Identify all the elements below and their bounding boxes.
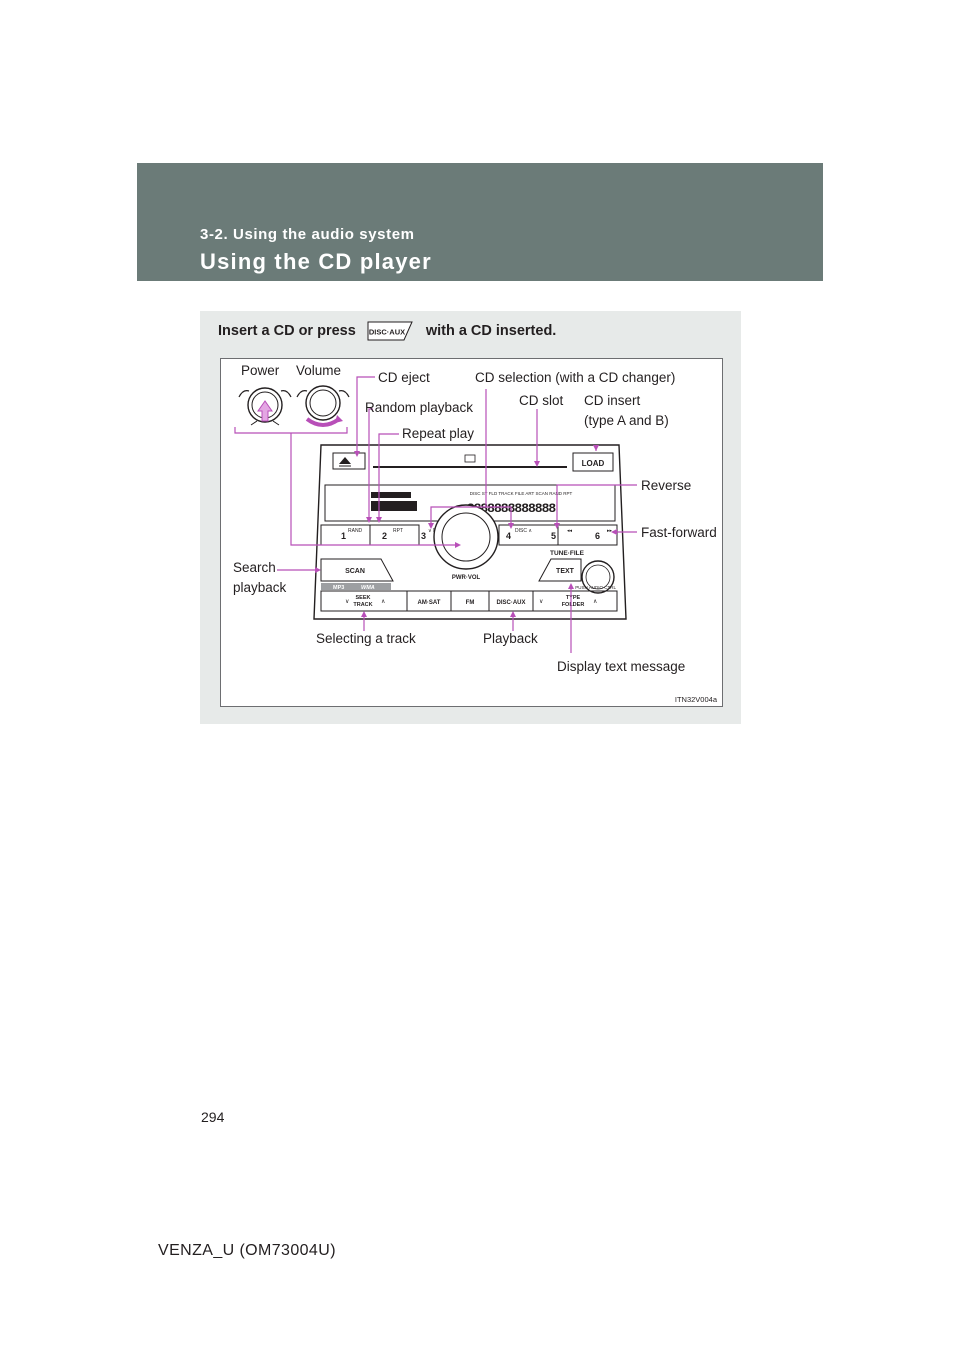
svg-text:∨: ∨ bbox=[539, 599, 543, 605]
rand-label: RAND bbox=[348, 528, 363, 534]
volume-callout: Volume bbox=[296, 363, 342, 378]
search-playback-callout: playback bbox=[233, 580, 287, 595]
disc-aux-label: DISC·AUX bbox=[496, 600, 525, 606]
text-button-label: TEXT bbox=[556, 568, 575, 575]
audio-diagram: LOAD DISC ST FLD TRACK FILE ART SCAN RAN… bbox=[220, 358, 723, 707]
preset-1-label: 1 bbox=[341, 531, 346, 541]
cd-eject-callout: CD eject bbox=[378, 370, 430, 385]
svg-text:∧: ∧ bbox=[593, 599, 597, 605]
fast-forward-callout: Fast-forward bbox=[641, 525, 717, 540]
folder-label: FOLDER bbox=[562, 602, 585, 608]
preset-3-label: 3 bbox=[421, 531, 426, 541]
instruction-line: Insert a CD or press DISC·AUX with a CD … bbox=[218, 321, 556, 341]
seek-label: SEEK bbox=[356, 595, 371, 601]
callout-lines bbox=[277, 376, 637, 653]
disc-up-label: DISC ∧ bbox=[515, 528, 532, 534]
load-button-label: LOAD bbox=[582, 459, 605, 468]
header-band bbox=[137, 163, 823, 281]
preset-6-label: 6 bbox=[595, 531, 600, 541]
instruction-text-after: with a CD inserted. bbox=[425, 323, 557, 339]
display-digits: 8888888888888 bbox=[467, 501, 557, 516]
power-callout: Power bbox=[241, 363, 280, 378]
rpt-label: RPT bbox=[393, 528, 403, 534]
cd-selection-callout: CD selection (with a CD changer) bbox=[475, 370, 676, 385]
disc-aux-button-label: DISC·AUX bbox=[369, 328, 405, 337]
display-indicators: DISC ST FLD TRACK FILE ART SCAN RAND RPT bbox=[470, 491, 573, 496]
volume-knob-icon bbox=[296, 385, 350, 427]
preset-5-label: 5 bbox=[551, 531, 556, 541]
playback-callout: Playback bbox=[483, 631, 538, 646]
tune-file-knob bbox=[581, 560, 615, 594]
am-sat-label: AM·SAT bbox=[418, 600, 441, 606]
tune-file-label: TUNE·FILE bbox=[550, 550, 585, 557]
push-audio-label: PUSH AUDIO CTRL bbox=[575, 585, 616, 590]
instruction-text-before: Insert a CD or press bbox=[218, 323, 356, 339]
pwr-vol-label: PWR·VOL bbox=[452, 575, 481, 581]
rewind-icon: ◂◂ bbox=[567, 528, 573, 534]
power-knob-icon bbox=[238, 387, 292, 426]
preset-2-label: 2 bbox=[382, 531, 387, 541]
audio-unit-illustration: LOAD DISC ST FLD TRACK FILE ART SCAN RAN… bbox=[234, 376, 718, 704]
selecting-track-callout: Selecting a track bbox=[316, 631, 416, 646]
scan-button-label: SCAN bbox=[345, 568, 365, 575]
document-footer: VENZA_U (OM73004U) bbox=[158, 1242, 336, 1259]
search-callout: Search bbox=[233, 560, 276, 575]
track-label: TRACK bbox=[353, 602, 372, 608]
section-label: 3-2. Using the audio system bbox=[200, 226, 415, 243]
page-number: 294 bbox=[201, 1109, 225, 1125]
cd-insert-type-callout: (type A and B) bbox=[584, 413, 669, 428]
audio-unit-body: LOAD DISC ST FLD TRACK FILE ART SCAN RAN… bbox=[313, 444, 627, 620]
mp3-logo: MP3 bbox=[333, 585, 344, 591]
svg-text:∨: ∨ bbox=[345, 599, 349, 605]
pwr-vol-knob bbox=[433, 504, 499, 570]
disc-aux-button-icon: DISC·AUX bbox=[366, 321, 414, 341]
type-label: TYPE bbox=[566, 595, 581, 601]
wma-logo: WMA bbox=[361, 585, 375, 591]
random-playback-callout: Random playback bbox=[365, 400, 474, 415]
preset-4-label: 4 bbox=[506, 531, 511, 541]
svg-text:∧: ∧ bbox=[381, 599, 385, 605]
repeat-play-callout: Repeat play bbox=[402, 426, 475, 441]
reverse-callout: Reverse bbox=[641, 478, 692, 493]
display-text-callout: Display text message bbox=[557, 659, 686, 674]
fm-label: FM bbox=[466, 600, 475, 606]
page-title: Using the CD player bbox=[200, 249, 432, 274]
cd-slot-callout: CD slot bbox=[519, 393, 564, 408]
cd-insert-callout: CD insert bbox=[584, 393, 641, 408]
figure-id: ITN32V004a bbox=[675, 695, 718, 704]
fast-forward-icon: ▸▸ bbox=[607, 528, 613, 534]
